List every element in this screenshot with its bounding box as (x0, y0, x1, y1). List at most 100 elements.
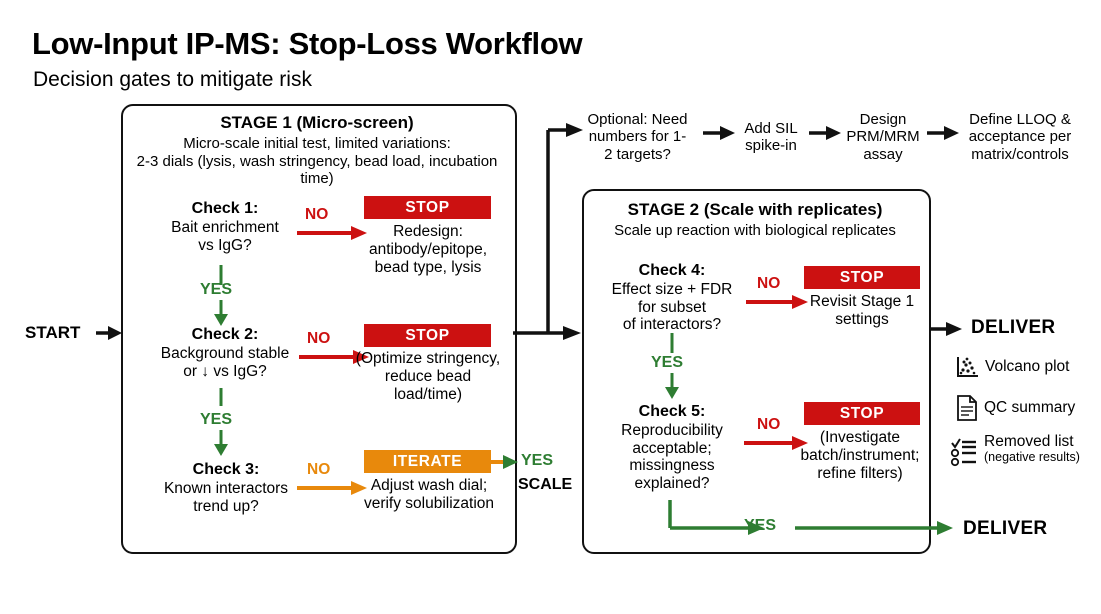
deliver-top-arrow (930, 322, 962, 336)
check-1-name: Check 1: (191, 200, 259, 217)
check-3-action-line-2: verify solubilization (363, 495, 495, 513)
optional-step-4-line-2: acceptance per (968, 128, 1072, 146)
stage-1-heading: STAGE 1 (Micro-screen) (131, 113, 503, 133)
check-4-stop-badge: STOP (804, 266, 920, 289)
check-3-iterate-badge: ITERATE (364, 450, 491, 473)
check-4-name: Check 4: (638, 262, 706, 279)
check-4-yes-label: YES (651, 354, 684, 371)
volcano-plot-icon (957, 357, 978, 377)
deliverable-volcano-plot: Volcano plot (955, 355, 1069, 379)
check-2-question: Check 2: Background stable or ↓ vs IgG? (141, 326, 309, 380)
check-3-question-line-1: Known interactors (163, 479, 289, 497)
check-1-no-arrow (297, 226, 367, 240)
check-5-action-line-1: (Investigate (819, 429, 901, 446)
check-4-action-text: Revisit Stage 1 settings (797, 293, 927, 329)
check-1-action-text: Redesign: antibody/epitope, bead type, l… (355, 223, 501, 277)
stage-2-heading-rest: (Scale with replicates) (699, 200, 883, 219)
checklist-icon (950, 438, 976, 467)
start-label: START (25, 323, 81, 342)
deliver-bottom-label: DELIVER (963, 518, 1048, 539)
optional-step-3-line-3: assay (863, 145, 903, 163)
optional-step-1: Optional: Need numbers for 1- 2 targets? (575, 111, 700, 163)
check-4-action-line-1: Revisit Stage 1 (809, 293, 915, 310)
stage1-exit-scale-label: SCALE (518, 476, 573, 493)
check-1-stop-badge: STOP (364, 196, 491, 219)
check-2-question-line-2: or ↓ vs IgG? (183, 362, 267, 380)
check-1-action-line-3: bead type, lysis (374, 259, 482, 277)
check-5-no-arrow (744, 436, 808, 450)
check-2-action-line-3: load/time) (393, 386, 463, 404)
check-2-yes-label: YES (200, 411, 233, 428)
optional-step-2-line-2: spike-in (745, 137, 797, 155)
check-5-question-line-1: Reproducibility (621, 421, 723, 439)
check-5-question-line-2: acceptable; (632, 439, 712, 457)
check-5-stop-badge: STOP (804, 402, 920, 425)
check-1-yes-label: YES (200, 281, 233, 298)
check-2-question-line-1: Background stable (160, 344, 290, 362)
qc-document-icon (957, 395, 977, 421)
check-1-no-label: NO (305, 206, 329, 223)
page-title: Low-Input IP-MS: Stop-Loss Workflow (32, 26, 583, 61)
page-subtitle: Decision gates to mitigate risk (33, 68, 312, 91)
check-5-yes-path (668, 500, 764, 535)
check-3-question-line-2: trend up? (193, 497, 259, 515)
check-4-no-label: NO (757, 275, 781, 292)
stage-2-heading: STAGE 2 (Scale with replicates) (590, 200, 920, 220)
check-3-no-arrow (297, 481, 367, 495)
check-2-yes-stem (219, 388, 223, 406)
optional-step-3: Design PRM/MRM assay (838, 111, 928, 163)
check-3-name: Check 3: (192, 461, 260, 478)
stage1-exit-yes-label: YES (521, 452, 554, 469)
deliver-bottom-arrow (795, 521, 953, 535)
check-1-action-line-1: Redesign: (393, 223, 463, 240)
check-4-no-arrow (746, 295, 808, 309)
check-5-question: Check 5: Reproducibility acceptable; mis… (600, 403, 744, 493)
check-1-yes-stem (219, 265, 223, 285)
check-2-action-line-2: reduce bead (384, 368, 472, 386)
optional-arrow-2 (809, 126, 841, 140)
check-4-question-line-2: for subset (637, 298, 707, 316)
check-3-no-label: NO (307, 461, 331, 478)
stage-2-panel (582, 189, 931, 554)
check-5-question-line-4: explained? (634, 475, 710, 493)
check-2-no-arrow (299, 350, 369, 364)
check-2-stop-badge: STOP (364, 324, 491, 347)
check-2-no-label: NO (307, 330, 331, 347)
check-5-action-line-2: batch/instrument; (800, 447, 920, 465)
check-2-yes-arrow (214, 430, 228, 456)
deliverable-qc-summary-label: QC summary (984, 399, 1076, 416)
check-2-action-text: (Optimize stringency, reduce bead load/t… (349, 350, 507, 404)
optional-step-1-line-1: Optional: Need (587, 111, 688, 128)
check-4-question-line-3: of interactors? (622, 316, 722, 334)
optional-arrow-1 (703, 126, 735, 140)
check-1-action-line-2: antibody/epitope, (368, 241, 488, 259)
optional-step-1-line-3: 2 targets? (604, 145, 671, 163)
start-arrow (96, 326, 122, 340)
optional-step-2: Add SIL spike-in (735, 120, 807, 155)
deliverable-qc-summary: QC summary (956, 395, 1075, 421)
check-3-question: Check 3: Known interactors trend up? (143, 461, 309, 515)
optional-step-4-line-3: matrix/controls (971, 145, 1069, 163)
optional-step-4: Define LLOQ & acceptance per matrix/cont… (955, 111, 1085, 163)
check-2-action-line-1: (Optimize stringency, (355, 350, 501, 367)
check-5-action-line-3: refine filters) (817, 465, 903, 483)
check-1-yes-arrow (214, 300, 228, 326)
check-4-action-line-2: settings (835, 311, 889, 329)
check-4-yes-arrow (665, 373, 679, 399)
optional-step-1-line-2: numbers for 1- (588, 128, 687, 146)
stage-1-sub-line-2: 2-3 dials (lysis, wash stringency, bead … (136, 153, 498, 188)
optional-arrow-3 (927, 126, 959, 140)
stage-1-sub-line-1: Micro-scale initial test, limited variat… (183, 135, 451, 152)
deliverable-volcano-plot-label: Volcano plot (985, 358, 1070, 375)
check-4-question: Check 4: Effect size + FDR for subset of… (598, 262, 746, 334)
optional-step-4-line-1: Define LLOQ & (969, 111, 1071, 128)
check-5-no-label: NO (757, 416, 781, 433)
stage-1-heading-rest: (Micro-screen) (291, 113, 414, 132)
deliverable-removed-list: Removed list (negative results) (950, 433, 1080, 467)
optional-step-2-line-1: Add SIL (744, 120, 798, 137)
check-1-question-line-2: vs IgG? (198, 236, 252, 254)
deliverable-removed-list-label: Removed list (984, 433, 1074, 450)
optional-step-3-line-1: Design (859, 111, 907, 128)
iterate-exit-arrow (491, 455, 518, 469)
check-4-yes-stem (670, 333, 674, 353)
